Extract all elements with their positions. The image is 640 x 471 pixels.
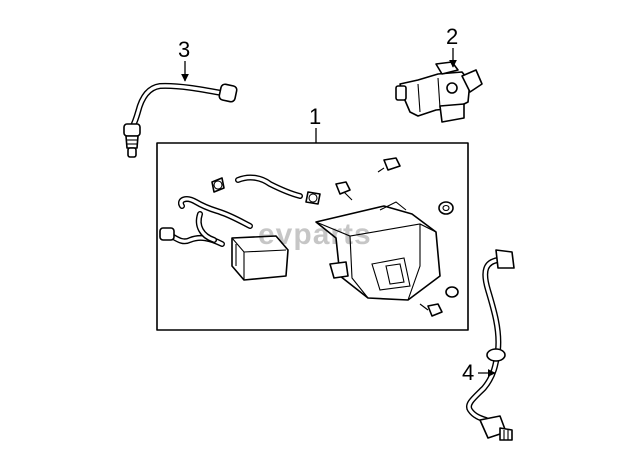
callout-label-2: 2 bbox=[446, 24, 458, 49]
watermark-text: evparts bbox=[258, 218, 372, 251]
part-3-oxygen-sensor[interactable] bbox=[123, 82, 238, 158]
part-4-oxygen-sensor[interactable] bbox=[466, 249, 515, 441]
callout-label-3: 3 bbox=[178, 37, 190, 62]
part-1-evap-canister-assembly[interactable] bbox=[156, 142, 469, 331]
callout-label-4: 4 bbox=[462, 360, 474, 385]
part-2-vsv-valve[interactable] bbox=[395, 61, 483, 123]
callout-label-1: 1 bbox=[309, 104, 321, 129]
